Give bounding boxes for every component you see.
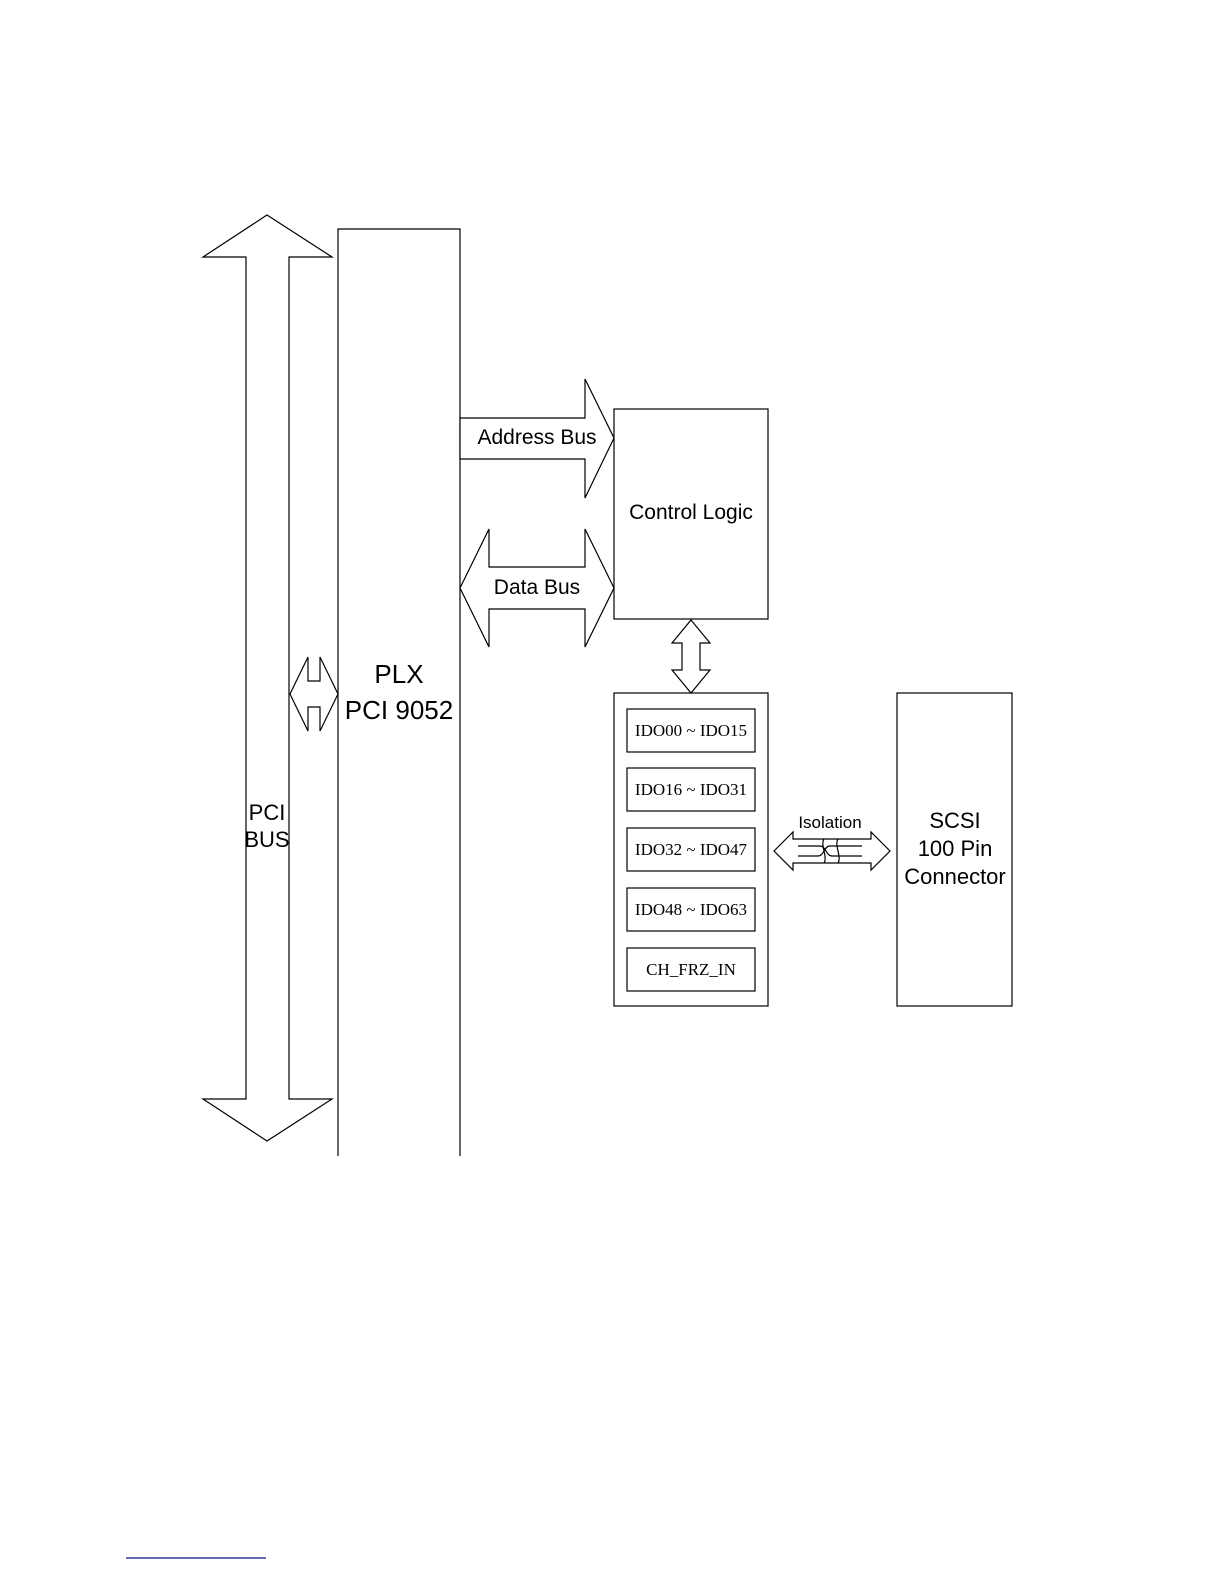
plx-block [338, 229, 460, 1156]
pci-plx-arrow [290, 657, 338, 731]
control-logic-label: Control Logic [629, 501, 753, 524]
io-channel-label-3: IDO48 ~ IDO63 [635, 900, 747, 919]
pci-bus-label-1: PCI [249, 800, 286, 825]
plx-label-1: PLX [374, 659, 423, 689]
pci-bus-arrow [203, 215, 332, 1141]
io-channel-label-1: IDO16 ~ IDO31 [635, 780, 747, 799]
io-channel-label-2: IDO32 ~ IDO47 [635, 840, 748, 859]
io-channel-label-4: CH_FRZ_IN [646, 960, 736, 979]
isolation-arrow [774, 832, 890, 870]
io-channel-label-0: IDO00 ~ IDO15 [635, 721, 747, 740]
scsi-connector-label-1: SCSI [929, 808, 980, 833]
scsi-connector-label-3: Connector [904, 864, 1006, 889]
scsi-connector-label-2: 100 Pin [918, 836, 993, 861]
address-bus-label: Address Bus [477, 426, 596, 449]
control-io-arrow [672, 620, 710, 693]
pci-bus-label-2: BUS [244, 827, 289, 852]
plx-label-2: PCI 9052 [345, 695, 453, 725]
isolation-label: Isolation [798, 813, 861, 832]
data-bus-label: Data Bus [494, 576, 580, 599]
